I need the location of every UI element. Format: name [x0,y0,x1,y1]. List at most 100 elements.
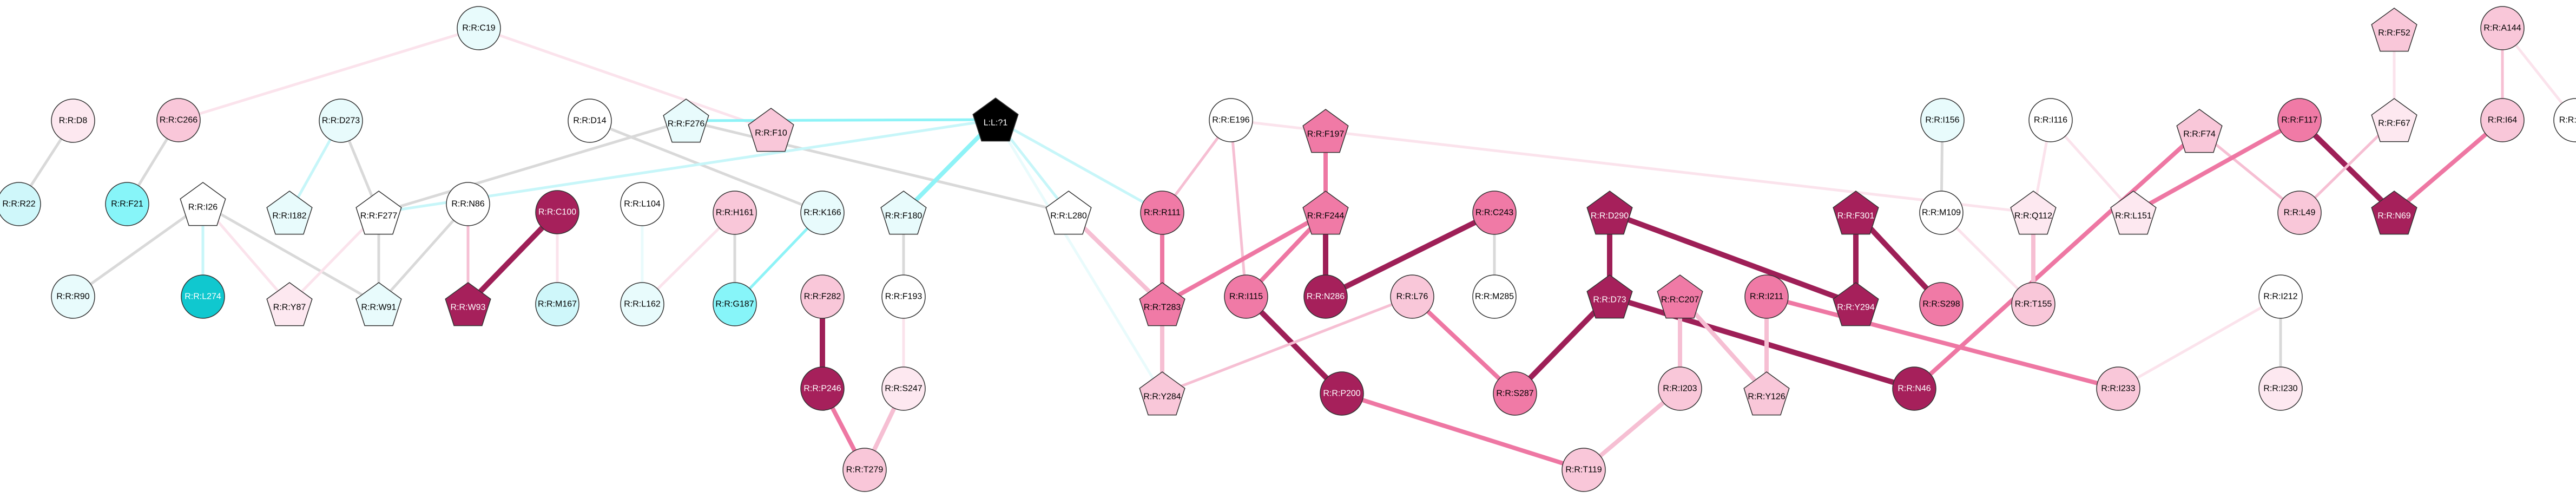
node-f117[interactable]: R:R:F117 [2277,98,2322,142]
node-d14[interactable]: R:R:D14 [568,99,612,143]
node-n69[interactable]: R:R:N69 [2371,191,2417,235]
node-w91[interactable]: R:R:W91 [355,282,402,326]
node-f74[interactable]: R:R:F74 [2176,109,2223,153]
node-i230[interactable]: R:R:I230 [2258,366,2303,411]
node-e196[interactable]: R:R:E196 [1209,98,1253,142]
node-i26[interactable]: R:R:I26 [180,182,226,226]
node-l49[interactable]: R:R:L49 [2277,191,2322,235]
node-l71[interactable]: L:L:?1 [972,97,1019,142]
node-f244[interactable]: R:R:F244 [1302,191,1349,235]
node-l162[interactable]: R:R:L162 [620,282,664,326]
node-s287[interactable]: R:R:S287 [1493,371,1537,416]
edge-D290-Y294 [1607,210,1859,307]
node-label: R:R:R111 [1144,208,1181,218]
node-p200[interactable]: R:R:P200 [1320,371,1364,416]
node-n46[interactable]: R:R:N46 [1892,366,1936,411]
node-r90[interactable]: R:R:R90 [51,274,95,319]
node-m167[interactable]: R:R:M167 [535,282,579,326]
node-p246[interactable]: R:R:P246 [800,366,845,411]
node-n86[interactable]: R:R:N86 [446,182,490,226]
node-c100[interactable]: R:R:C100 [535,190,579,234]
node-i115[interactable]: R:R:I115 [1224,274,1268,319]
node-c19[interactable]: R:R:C19 [457,6,501,50]
node-label: R:R:I156 [1925,116,1959,125]
node-m109[interactable]: R:R:M109 [1919,191,1964,235]
node-f197[interactable]: R:R:F197 [1302,109,1349,153]
node-label: R:R:W91 [361,303,397,312]
node-f193[interactable]: R:R:F193 [881,274,926,319]
circle-node-shape [319,99,363,143]
node-s247[interactable]: R:R:S247 [881,366,926,411]
node-d290[interactable]: R:R:D290 [1586,191,1633,235]
node-i212[interactable]: R:R:I212 [2258,274,2303,319]
node-label: R:R:F21 [111,200,143,209]
node-r22[interactable]: R:R:R22 [0,182,41,226]
node-f276[interactable]: R:R:F276 [663,99,709,143]
node-t279[interactable]: R:R:T279 [842,448,887,492]
node-label: R:R:F244 [1307,212,1345,221]
node-label: R:R:N86 [451,200,484,209]
node-label: R:R:G187 [715,300,754,309]
node-f301[interactable]: R:R:F301 [1833,191,1879,235]
node-f52[interactable]: R:R:F52 [2371,8,2417,52]
node-l274[interactable]: R:R:L274 [181,274,225,319]
node-i182[interactable]: R:R:I182 [266,191,313,235]
pentagon-node-shape [1586,274,1633,319]
node-i203[interactable]: R:R:I203 [1658,366,1702,411]
node-i156[interactable]: R:R:I156 [1920,98,1965,142]
node-l280[interactable]: R:R:L280 [1045,191,1092,235]
node-c243[interactable]: R:R:C243 [1472,191,1517,235]
node-d73[interactable]: R:R:D73 [1586,274,1633,319]
node-g187[interactable]: R:R:G187 [713,282,757,326]
node-m285[interactable]: R:R:M285 [1472,274,1517,319]
node-i64[interactable]: R:R:I64 [2480,98,2525,142]
node-label: R:R:N286 [1307,292,1345,302]
pentagon-node-shape [1302,109,1349,153]
node-n286[interactable]: R:R:N286 [1303,274,1348,319]
edge-L71-Y284 [994,118,1164,395]
node-l151[interactable]: R:R:L151 [2110,191,2157,235]
pentagon-node-shape [880,191,927,235]
node-c266[interactable]: R:R:C266 [156,98,201,142]
node-a144[interactable]: R:R:A144 [2480,6,2525,50]
circle-node-shape [713,282,757,326]
node-y87[interactable]: R:R:Y87 [266,282,313,326]
circle-node-shape [842,448,887,492]
node-l76[interactable]: R:R:L76 [1390,274,1434,319]
node-y284[interactable]: R:R:Y284 [1139,371,1185,416]
node-label: R:R:L49 [2284,208,2316,218]
node-h161[interactable]: R:R:H161 [713,191,757,235]
node-y126[interactable]: R:R:Y126 [1743,371,1790,416]
node-q112[interactable]: R:R:Q112 [2010,191,2057,235]
node-r111[interactable]: R:R:R111 [1140,191,1184,235]
circle-node-shape [1493,371,1537,416]
node-k166[interactable]: R:R:K166 [800,191,845,235]
node-t155[interactable]: R:R:T155 [2011,282,2055,326]
node-f180[interactable]: R:R:F180 [880,191,927,235]
node-d8[interactable]: R:R:D8 [51,99,95,143]
node-f67[interactable]: R:R:F67 [2371,98,2417,142]
node-label: R:R:F74 [2183,130,2216,139]
node-label: R:R:M109 [1922,208,1961,218]
node-i211[interactable]: R:R:I211 [1744,274,1789,319]
edge-I212-I233 [2117,295,2282,390]
node-f21[interactable]: R:R:F21 [105,182,149,226]
node-label: R:R:P246 [803,384,841,394]
node-f277[interactable]: R:R:F277 [355,191,402,235]
node-t119[interactable]: R:R:T119 [1562,448,1606,492]
circle-node-shape [1658,366,1702,411]
node-i233[interactable]: R:R:I233 [2096,366,2140,411]
node-s298[interactable]: R:R:S298 [1919,282,1964,326]
edge-E196-I115 [1229,119,1248,298]
node-w93[interactable]: R:R:W93 [445,282,491,326]
node-s61[interactable]: R:R:S61 [2553,98,2576,142]
node-d273[interactable]: R:R:D273 [319,99,363,143]
node-i116[interactable]: R:R:I116 [2028,98,2073,142]
node-t283[interactable]: R:R:T283 [1139,282,1185,326]
node-c207[interactable]: R:R:C207 [1657,274,1703,319]
node-l104[interactable]: R:R:L104 [620,182,664,226]
node-y294[interactable]: R:R:Y294 [1833,282,1879,326]
node-f282[interactable]: R:R:F282 [800,274,845,319]
edge-L71-F276 [684,118,997,122]
node-f10[interactable]: R:R:F10 [748,108,794,152]
